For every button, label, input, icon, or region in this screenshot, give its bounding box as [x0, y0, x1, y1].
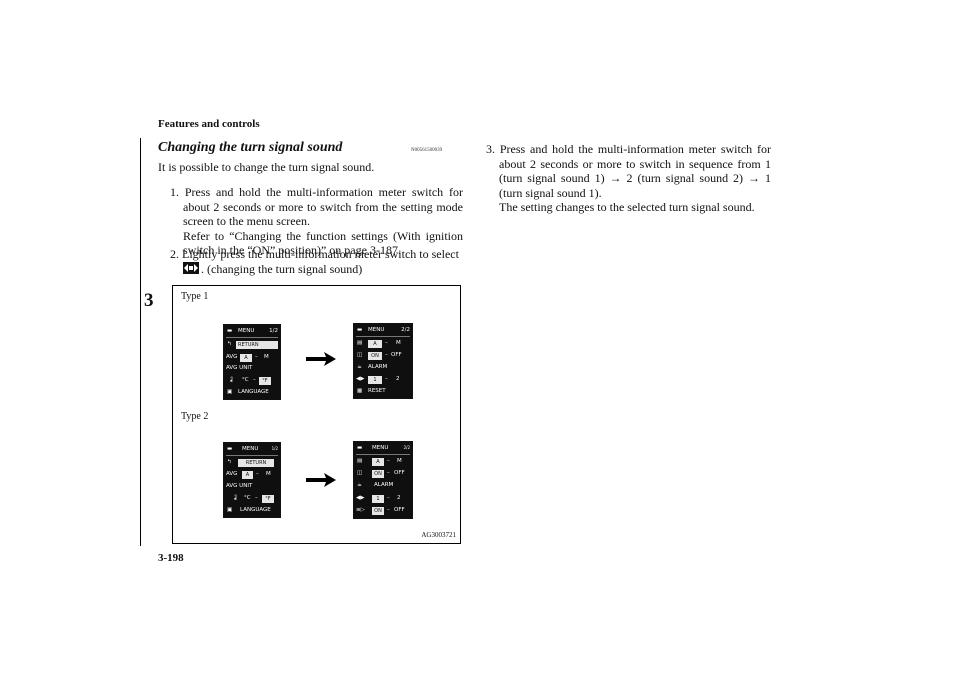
page-indicator: 2/2 — [401, 327, 410, 333]
menu-row: ▬ MENU 1/2 — [227, 446, 278, 452]
return-icon: ↰ — [227, 459, 232, 465]
step-3-note: The setting changes to the selected turn… — [499, 200, 755, 214]
type-2-menu-screen-2: ▬ MENU 2/2 ▤ A – M ◫ ON – OFF ☕ ALARM ◀▶… — [353, 441, 413, 519]
arrow-right-icon — [306, 473, 336, 487]
alarm-icon: ☕ — [357, 482, 362, 488]
menu-row: ▬ MENU 2/2 — [357, 327, 410, 333]
step-2-line2: . (changing the turn signal sound) — [170, 262, 463, 278]
turn-signal-sound-icon — [183, 262, 199, 278]
alarm-row: ☕ ALARM — [357, 364, 388, 370]
language-icon: ▣ — [227, 507, 233, 513]
return-row: ↰ RETURN — [224, 338, 280, 351]
step-1-text: 1. Press and hold the multi-information … — [170, 185, 463, 228]
turn-signal-row: ◀▶ 1 – 2 — [356, 376, 400, 384]
thermometer-icon: 🌡 — [232, 495, 239, 501]
menu-icon: ▬ — [357, 445, 363, 451]
running-header: Features and controls — [158, 118, 260, 130]
light-icon: ≡▷ — [356, 507, 365, 513]
menu-icon: ▬ — [227, 446, 233, 452]
speaker-icon: ◫ — [357, 352, 363, 358]
lights-row: ≡▷ ON – OFF — [356, 507, 405, 515]
arrow-right-icon — [306, 352, 336, 366]
alarm-row: ☕ ALARM — [357, 482, 394, 488]
intro-text: It is possible to change the turn signal… — [158, 160, 375, 174]
step-1-note: Refer to “Changing the function settings… — [183, 228, 463, 258]
language-row: ▣ LANGUAGE — [227, 507, 271, 513]
type-1-label: Type 1 — [181, 291, 209, 302]
step-1: 1. Press and hold the multi-information … — [170, 185, 463, 258]
step-3: 3. Press and hold the multi-information … — [486, 142, 771, 215]
step-2: 2. Lightly press the multi-information m… — [170, 247, 463, 278]
type-2-menu-screen-1: ▬ MENU 1/2 ↰ RETURN AVG A – M AVG UNIT 🌡… — [223, 442, 281, 518]
avg-mode-row: ▤ A – M — [357, 340, 401, 348]
language-icon: ▣ — [227, 389, 233, 395]
section-title: Changing the turn signal sound — [158, 140, 343, 155]
step-2-tail: . (changing the turn signal sound) — [201, 261, 363, 276]
menu-row: ▬ MENU 1/2 — [227, 328, 278, 334]
avg-mode-row: AVG A – M — [226, 471, 271, 479]
fuel-icon: ▤ — [357, 458, 363, 464]
return-row: ↰ RETURN — [224, 456, 280, 469]
page-number: 3-198 — [158, 552, 184, 564]
type-2-label: Type 2 — [181, 411, 209, 422]
turn-signal-icon: ◀▶ — [356, 376, 365, 382]
reset-row: ▦ RESET — [357, 388, 386, 394]
avg-unit-row: AVG UNIT — [226, 483, 253, 489]
turn-signal-row: ◀▶ 1 – 2 — [356, 495, 401, 503]
thermometer-icon: 🌡 — [228, 377, 235, 383]
reset-icon: ▦ — [357, 388, 363, 394]
avg-unit-row: AVG UNIT — [226, 365, 253, 371]
temperature-unit-row: 🌡 °C – °F — [224, 492, 280, 505]
page-indicator: 1/2 — [271, 446, 278, 451]
step-3-text: 3. Press and hold the multi-information … — [486, 142, 771, 200]
section-code: N00561500039 — [411, 148, 443, 153]
step-2-text: 2. Lightly press the multi-information m… — [170, 247, 459, 261]
alarm-icon: ☕ — [357, 364, 362, 370]
menu-icon: ▬ — [357, 327, 363, 333]
margin-divider — [140, 138, 141, 546]
avg-mode-row: ▤ A – M — [357, 458, 402, 466]
return-icon: ↰ — [227, 341, 232, 347]
page-indicator: 1/2 — [269, 328, 278, 334]
turn-signal-icon: ◀▶ — [356, 495, 365, 501]
menu-icon: ▬ — [227, 328, 233, 334]
menu-row: ▬ MENU 2/2 — [357, 445, 410, 451]
menu-illustration: Type 1 Type 2 ▬ MENU 1/2 ↰ RETURN AVG A … — [172, 285, 461, 544]
speaker-icon: ◫ — [357, 470, 363, 476]
temperature-unit-row: 🌡 °C – °F — [224, 374, 280, 387]
language-row: ▣ LANGUAGE — [227, 389, 269, 395]
figure-code: AG3003721 — [421, 531, 456, 539]
page-indicator: 2/2 — [403, 445, 410, 450]
avg-mode-row: AVG A – M — [226, 354, 269, 362]
type-1-menu-screen-2: ▬ MENU 2/2 ▤ A – M ◫ ON – OFF ☕ ALARM ◀▶… — [353, 323, 413, 399]
type-1-menu-screen-1: ▬ MENU 1/2 ↰ RETURN AVG A – M AVG UNIT 🌡… — [223, 324, 281, 400]
chapter-number: 3 — [144, 290, 154, 311]
sound-row: ◫ ON – OFF — [357, 470, 405, 478]
fuel-icon: ▤ — [357, 340, 363, 346]
sound-row: ◫ ON – OFF — [357, 352, 402, 360]
